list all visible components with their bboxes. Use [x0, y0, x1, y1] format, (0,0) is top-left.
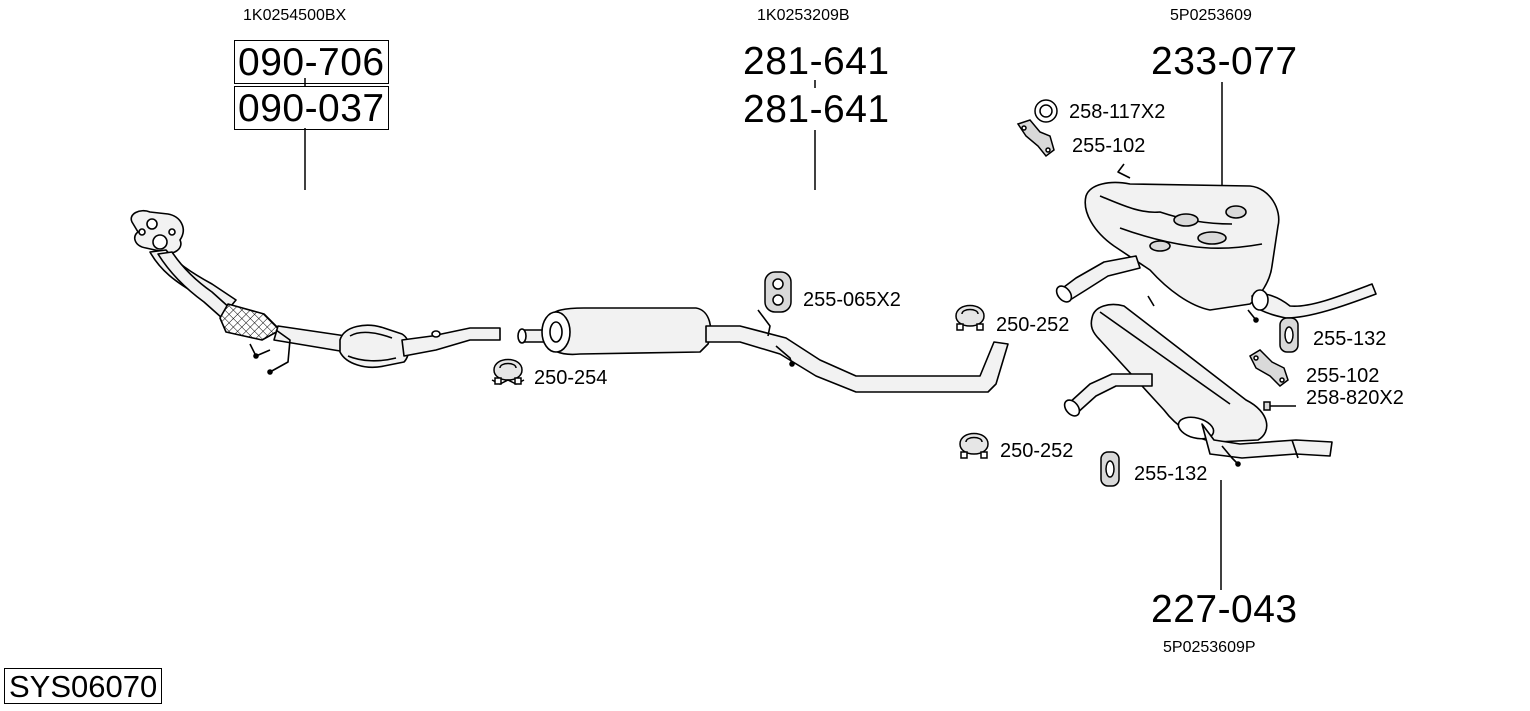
fitting-label[interactable]: 255-132 — [1313, 328, 1387, 350]
front-pipe-part[interactable] — [130, 209, 501, 375]
rubber-hanger-icon — [1279, 317, 1299, 353]
mounting-bracket-icon — [1016, 119, 1055, 158]
system-code-label: SYS06070 — [4, 668, 163, 704]
fitting-label[interactable]: 255-132 — [1134, 463, 1208, 485]
fitting-label[interactable]: 255-102 — [1072, 135, 1146, 157]
middle-pipe-part-number-1[interactable]: 281-641 — [743, 40, 890, 83]
middle-pipe-part-number-2[interactable]: 281-641 — [743, 88, 890, 131]
fitting-label[interactable]: 258-117X2 — [1069, 101, 1166, 123]
fitting-label[interactable]: 250-252 — [996, 314, 1070, 336]
clamp-icon — [955, 304, 985, 331]
middle-pipe-oem-number: 1K0253209B — [757, 7, 850, 24]
rubber-hanger-icon — [764, 271, 792, 313]
fitting-label[interactable]: 250-254 — [534, 367, 608, 389]
front-pipe-oem-number: 1K0254500BX — [243, 7, 347, 24]
flex-section — [219, 303, 281, 341]
front-pipe-part-number-1[interactable]: 090-706 — [234, 40, 389, 84]
fitting-label[interactable]: 255-065X2 — [803, 289, 901, 311]
rear-right-oem-number: 5P0253609P — [1163, 639, 1256, 656]
manifold-flange — [130, 209, 184, 254]
bolt-icon — [1263, 401, 1296, 411]
rear-right-part-number[interactable]: 227-043 — [1151, 588, 1298, 631]
rear-silencer-right-part[interactable] — [1062, 295, 1333, 467]
rubber-hanger-icon — [1100, 451, 1120, 487]
leader-lines — [304, 78, 1223, 590]
fitting-label[interactable]: 258-820X2 — [1306, 387, 1404, 409]
rear-left-part-number[interactable]: 233-077 — [1151, 40, 1298, 83]
middle-silencer-part[interactable] — [517, 307, 1009, 393]
gasket-ring-icon — [1034, 99, 1058, 123]
clamp-icon — [491, 358, 525, 385]
clamp-icon — [959, 432, 989, 459]
front-pipe-part-number-2[interactable]: 090-037 — [234, 86, 389, 130]
rear-silencer-left-part[interactable] — [1054, 163, 1377, 323]
mounting-bracket-icon — [1249, 349, 1289, 387]
fitting-label[interactable]: 250-252 — [1000, 440, 1074, 462]
fitting-label[interactable]: 255-102 — [1306, 365, 1380, 387]
rear-left-oem-number: 5P0253609 — [1170, 7, 1252, 24]
